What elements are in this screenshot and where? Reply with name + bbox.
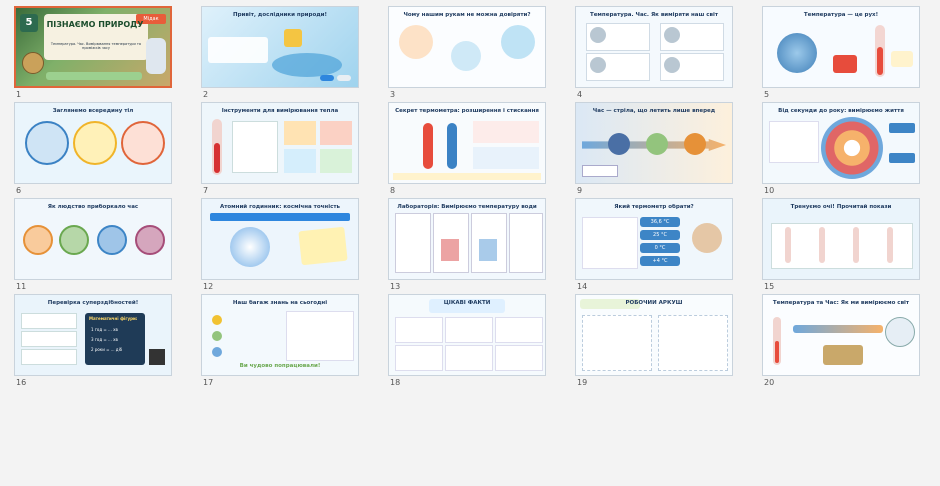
slide-number: 1 [16, 90, 22, 99]
slide17-footer: Ви чудово попрацювали! [239, 363, 321, 369]
math-box-title: Математичні фігури: [89, 316, 138, 321]
slide-preview[interactable]: Температура. Час. Як виміряти наш світ [575, 6, 733, 88]
slide-number: 19 [577, 378, 588, 387]
slide-sorter-grid: 5 Мідак Температура. Час. Вимірювання те… [14, 6, 920, 390]
slide-thumbnail-4[interactable]: Температура. Час. Як виміряти наш світ 4 [575, 6, 733, 102]
slide-thumbnail-7[interactable]: Інструменти для вимірювання тепла 7 [201, 102, 359, 198]
slide-thumbnail-14[interactable]: 36,6 °C 25 °C 0 °C +4 °C Який термометр … [575, 198, 733, 294]
slide-number: 4 [577, 90, 583, 99]
slide-thumbnail-6[interactable]: Заглянемо всередину тіл 6 [14, 102, 172, 198]
slide-number: 12 [203, 282, 214, 291]
slide-thumbnail-10[interactable]: Від секунди до року: вимірюємо життя 10 [762, 102, 920, 198]
slide-number: 6 [16, 186, 22, 195]
publisher-badge: Мідак [136, 14, 166, 24]
slide-title: Секрет термометра: розширення і стисканн… [395, 108, 539, 114]
slide-title: РОБОЧИЙ АРКУШ [625, 300, 683, 306]
slide-number: 2 [203, 90, 209, 99]
slide-number: 3 [390, 90, 396, 99]
math-line-3: 2 роки = ... діб [91, 347, 123, 352]
slide-title: Тренуємо очі! Прочитай покази [790, 204, 892, 210]
slide-title: ЦІКАВІ ФАКТИ [443, 300, 491, 306]
slide-thumbnail-18[interactable]: ЦІКАВІ ФАКТИ 18 [388, 294, 546, 390]
slide-thumbnail-17[interactable]: Ви чудово попрацювали! Наш багаж знань на… [201, 294, 359, 390]
cover-title: ПІЗНАЄМО ПРИРОДУ [46, 20, 144, 29]
slide-preview[interactable]: Час — стріла, що летить лише вперед [575, 102, 733, 184]
slide-title: Температура. Час. Як виміряти наш світ [589, 12, 719, 18]
slide-preview[interactable]: Інструменти для вимірювання тепла [201, 102, 359, 184]
slide-preview[interactable]: Математичні фігури: 1 год = ... хв 3 год… [14, 294, 172, 376]
slide-preview[interactable]: Температура та Час: Як ми вимірюємо світ [762, 294, 920, 376]
slide-preview[interactable]: Заглянемо всередину тіл [14, 102, 172, 184]
slide-preview[interactable]: Привіт, дослідники природи! [201, 6, 359, 88]
slide-title: Час — стріла, що летить лише вперед [592, 108, 716, 114]
slide-title: Заглянемо всередину тіл [52, 108, 134, 114]
math-line-2: 3 год = ... хв [91, 337, 118, 342]
slide-title: Температура — це рух! [803, 12, 879, 18]
slide-thumbnail-1[interactable]: 5 Мідак Температура. Час. Вимірювання те… [14, 6, 172, 102]
slide-thumbnail-11[interactable]: Як людство приборкало час 11 [14, 198, 172, 294]
slide-title: Атомний годинник: космічна точність [219, 204, 341, 210]
slide-title: Чому нашим рукам не можна довіряти? [403, 12, 531, 18]
slide-preview[interactable]: Від секунди до року: вимірюємо життя [762, 102, 920, 184]
slide-preview[interactable]: Лабораторія: Вимірюємо температуру води [388, 198, 546, 280]
slide-thumbnail-16[interactable]: Математичні фігури: 1 год = ... хв 3 год… [14, 294, 172, 390]
reading-1: 36,6 °C [640, 217, 680, 227]
slide-number: 20 [764, 378, 775, 387]
slide-preview[interactable]: РОБОЧИЙ АРКУШ [575, 294, 733, 376]
slide-thumbnail-20[interactable]: Температура та Час: Як ми вимірюємо світ… [762, 294, 920, 390]
slide-number: 14 [577, 282, 588, 291]
slide-thumbnail-12[interactable]: Атомний годинник: космічна точність 12 [201, 198, 359, 294]
slide-preview[interactable]: Секрет термометра: розширення і стисканн… [388, 102, 546, 184]
grade-badge: 5 [20, 14, 38, 32]
slide-number: 5 [764, 90, 770, 99]
slide-preview[interactable]: Температура — це рух! [762, 6, 920, 88]
reading-2: 25 °C [640, 230, 680, 240]
slide-title: Перевірка суперздібностей! [47, 300, 139, 306]
slide-title: Наш багаж знань на сьогодні [232, 300, 328, 306]
slide-title: Температура та Час: Як ми вимірюємо світ [772, 300, 910, 306]
slide-number: 17 [203, 378, 214, 387]
slide-preview[interactable]: ЦІКАВІ ФАКТИ [388, 294, 546, 376]
slide-title: Інструменти для вимірювання тепла [221, 108, 339, 114]
slide-number: 8 [390, 186, 396, 195]
slide-thumbnail-5[interactable]: Температура — це рух! 5 [762, 6, 920, 102]
slide-number: 11 [16, 282, 27, 291]
cover-subtitle: Температура. Час. Вимірювання температур… [50, 42, 142, 50]
slide-title: Від секунди до року: вимірюємо життя [778, 108, 904, 114]
slide-number: 15 [764, 282, 775, 291]
slide-title: Як людство приборкало час [47, 204, 139, 210]
slide-thumbnail-9[interactable]: Час — стріла, що летить лише вперед 9 [575, 102, 733, 198]
slide-preview[interactable]: 36,6 °C 25 °C 0 °C +4 °C Який термометр … [575, 198, 733, 280]
slide-thumbnail-13[interactable]: Лабораторія: Вимірюємо температуру води 1… [388, 198, 546, 294]
slide-preview[interactable]: Як людство приборкало час [14, 198, 172, 280]
slide-number: 16 [16, 378, 27, 387]
slide-number: 18 [390, 378, 401, 387]
slide-preview[interactable]: 5 Мідак Температура. Час. Вимірювання те… [14, 6, 172, 88]
slide-preview[interactable]: Чому нашим рукам не можна довіряти? [388, 6, 546, 88]
math-line-1: 1 год = ... хв [91, 327, 118, 332]
slide-preview[interactable]: Тренуємо очі! Прочитай покази [762, 198, 920, 280]
reading-3: 0 °C [640, 243, 680, 253]
slide-title: Лабораторія: Вимірюємо температуру води [397, 204, 537, 210]
slide-number: 9 [577, 186, 583, 195]
reading-4: +4 °C [640, 256, 680, 266]
slide-thumbnail-19[interactable]: РОБОЧИЙ АРКУШ 19 [575, 294, 733, 390]
slide-thumbnail-15[interactable]: Тренуємо очі! Прочитай покази 15 [762, 198, 920, 294]
slide-thumbnail-3[interactable]: Чому нашим рукам не можна довіряти? 3 [388, 6, 546, 102]
slide-title: Привіт, дослідники природи! [232, 12, 328, 18]
slide-preview[interactable]: Атомний годинник: космічна точність [201, 198, 359, 280]
slide-title: Який термометр обрати? [614, 204, 694, 210]
slide-preview[interactable]: Ви чудово попрацювали! Наш багаж знань на… [201, 294, 359, 376]
slide-number: 13 [390, 282, 401, 291]
slide-thumbnail-2[interactable]: Привіт, дослідники природи! 2 [201, 6, 359, 102]
slide-thumbnail-8[interactable]: Секрет термометра: розширення і стисканн… [388, 102, 546, 198]
slide-number: 10 [764, 186, 775, 195]
slide-number: 7 [203, 186, 209, 195]
